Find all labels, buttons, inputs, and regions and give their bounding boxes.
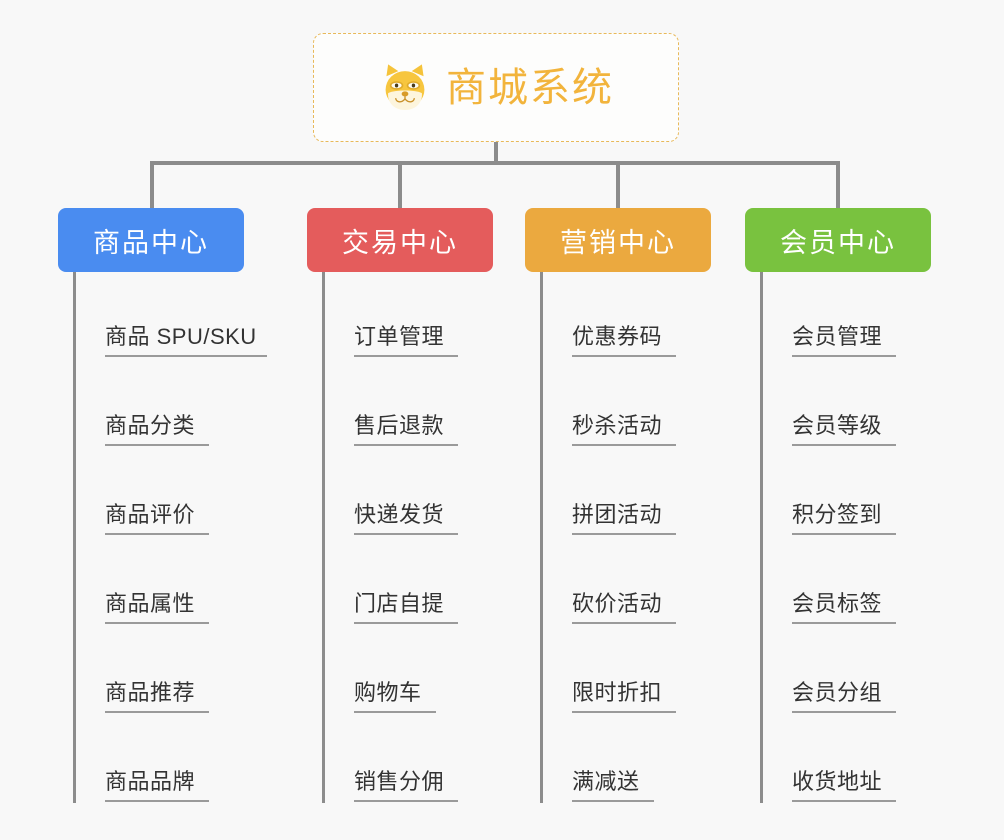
category-box-trade-center[interactable]: 交易中心 [307,208,493,272]
connector-horizontal-bar [150,161,840,165]
leaf-item[interactable]: 门店自提 [322,539,459,628]
leaf-label: 会员标签 [792,591,897,624]
column-spine-member-center [760,272,763,803]
column-spine-marketing-center [540,272,543,803]
dog-face-icon [385,63,425,110]
leaf-list-product-center: 商品 SPU/SKU 商品分类 商品评价 商品属性 商品推荐 商品品牌 [73,272,267,806]
category-column-trade-center: 交易中心 [307,208,493,272]
leaf-label: 快递发货 [354,502,459,535]
leaf-label: 商品品牌 [105,769,210,802]
leaf-label: 商品推荐 [105,680,210,713]
category-box-product-center[interactable]: 商品中心 [58,208,244,272]
leaf-label: 门店自提 [354,591,459,624]
leaf-item[interactable]: 积分签到 [760,450,897,539]
leaf-item[interactable]: 商品 SPU/SKU [73,272,267,361]
leaf-item[interactable]: 售后退款 [322,361,459,450]
connector-drop-member-center [836,161,840,209]
leaf-item[interactable]: 限时折扣 [540,628,677,717]
connector-stem [494,142,498,162]
leaf-item[interactable]: 会员分组 [760,628,897,717]
leaf-item[interactable]: 收货地址 [760,717,897,806]
leaf-item[interactable]: 购物车 [322,628,458,717]
leaf-item[interactable]: 会员管理 [760,272,897,361]
leaf-label: 限时折扣 [572,680,677,713]
category-box-marketing-center[interactable]: 营销中心 [525,208,711,272]
connector-drop-marketing-center [616,161,620,209]
leaf-label: 会员分组 [792,680,897,713]
leaf-item[interactable]: 满减送 [540,717,676,806]
leaf-item[interactable]: 快递发货 [322,450,459,539]
leaf-label: 会员管理 [792,324,897,357]
leaf-label: 积分签到 [792,502,897,535]
leaf-label: 满减送 [572,769,654,802]
leaf-item[interactable]: 砍价活动 [540,539,677,628]
leaf-item[interactable]: 商品评价 [73,450,267,539]
leaf-label: 销售分佣 [354,769,459,802]
leaf-label: 优惠券码 [572,324,677,357]
leaf-item[interactable]: 商品属性 [73,539,267,628]
column-spine-trade-center [322,272,325,803]
leaf-label: 商品分类 [105,413,210,446]
leaf-item[interactable]: 秒杀活动 [540,361,677,450]
column-spine-product-center [73,272,76,803]
leaf-item[interactable]: 会员标签 [760,539,897,628]
root-title: 商城系统 [446,65,614,110]
leaf-label: 收货地址 [792,769,897,802]
leaf-label: 订单管理 [354,324,459,357]
connector-drop-trade-center [398,161,402,209]
leaf-item[interactable]: 商品推荐 [73,628,267,717]
leaf-item[interactable]: 优惠券码 [540,272,677,361]
connector-drop-product-center [150,161,154,209]
leaf-list-member-center: 会员管理 会员等级 积分签到 会员标签 会员分组 收货地址 [760,272,897,806]
leaf-item[interactable]: 商品品牌 [73,717,267,806]
leaf-label: 砍价活动 [572,591,677,624]
category-box-member-center[interactable]: 会员中心 [745,208,931,272]
leaf-list-marketing-center: 优惠券码 秒杀活动 拼团活动 砍价活动 限时折扣 满减送 [540,272,677,806]
leaf-label: 售后退款 [354,413,459,446]
leaf-label: 秒杀活动 [572,413,677,446]
leaf-list-trade-center: 订单管理 售后退款 快递发货 门店自提 购物车 销售分佣 [322,272,459,806]
category-label: 营销中心 [560,227,676,258]
leaf-label: 购物车 [354,680,436,713]
leaf-label: 商品 SPU/SKU [105,324,267,357]
leaf-item[interactable]: 销售分佣 [322,717,459,806]
leaf-item[interactable]: 商品分类 [73,361,267,450]
category-label: 商品中心 [93,227,209,258]
leaf-label: 会员等级 [792,413,897,446]
leaf-label: 商品属性 [105,591,210,624]
leaf-item[interactable]: 订单管理 [322,272,459,361]
category-column-marketing-center: 营销中心 [525,208,711,272]
category-label: 会员中心 [780,227,896,258]
leaf-item[interactable]: 拼团活动 [540,450,677,539]
leaf-label: 商品评价 [105,502,210,535]
category-column-product-center: 商品中心 [58,208,244,272]
root-node[interactable]: 商城系统 [313,33,679,142]
leaf-item[interactable]: 会员等级 [760,361,897,450]
category-column-member-center: 会员中心 [745,208,931,272]
category-label: 交易中心 [342,227,458,258]
leaf-label: 拼团活动 [572,502,677,535]
